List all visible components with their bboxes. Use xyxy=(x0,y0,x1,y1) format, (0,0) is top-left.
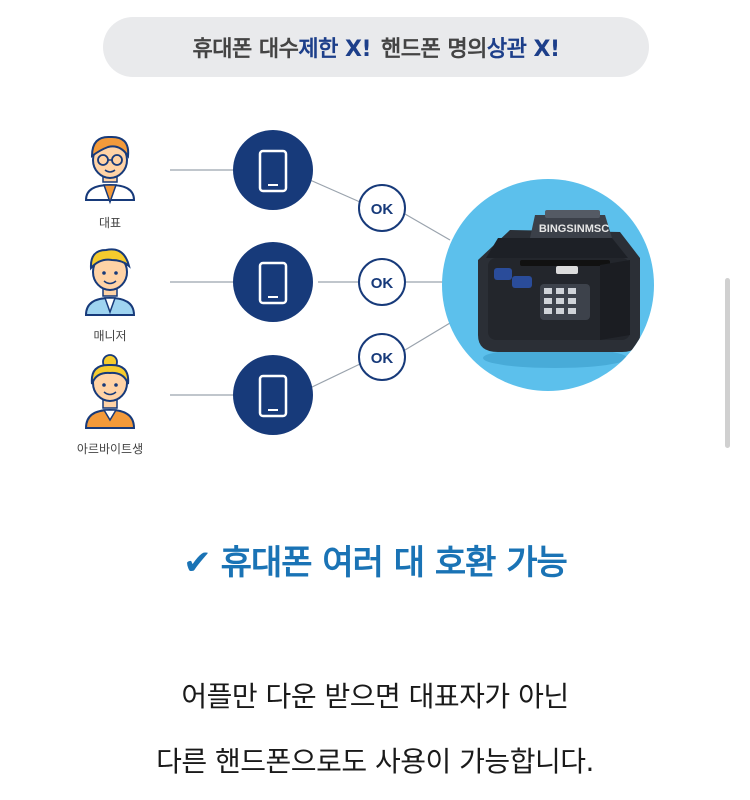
person-label-boss: 대표 xyxy=(98,216,122,230)
ok-node-3: OK xyxy=(358,333,406,381)
connector-lines xyxy=(170,169,451,396)
phone-node-1 xyxy=(233,130,313,210)
banner-highlight-2: 상관 X! xyxy=(486,37,560,62)
scrollbar-thumb[interactable] xyxy=(725,278,730,448)
ok-label-2: OK xyxy=(371,275,394,292)
smartphone-icon xyxy=(258,261,288,305)
ok-node-2: OK xyxy=(358,258,406,306)
ok-label-3: OK xyxy=(371,350,394,367)
compatibility-text: 휴대폰 여러 대 호환 가능 xyxy=(220,543,568,583)
smartphone-icon xyxy=(258,374,288,418)
printer-node: BINGSINMSC xyxy=(442,179,654,391)
headline-banner: 휴대폰 대수 제한 X! 핸드폰 명의 상관 X! xyxy=(103,17,649,77)
device-connection-diagram: OK OK OK BINGSINM xyxy=(0,90,750,490)
phone-node-2 xyxy=(233,242,313,322)
ok-label-1: OK xyxy=(371,201,394,218)
banner-text-2: 핸드폰 명의 xyxy=(381,37,487,62)
printer-brand-label: BINGSINMSC xyxy=(539,223,609,235)
compatibility-headline: ✔휴대폰 여러 대 호환 가능 xyxy=(0,535,750,584)
person-label-parttimer: 아르바이트생 xyxy=(76,442,144,456)
description-line-1: 어플만 다운 받으면 대표자가 아닌 xyxy=(181,680,569,713)
smartphone-icon xyxy=(258,149,288,193)
mobile-printer-image: BINGSINMSC xyxy=(478,210,640,368)
person-manager-icon xyxy=(84,248,136,316)
description-line-2: 다른 핸드폰으로도 사용이 가능합니다. xyxy=(156,745,594,778)
person-label-manager: 매니저 xyxy=(93,329,127,343)
diagram-svg: OK OK OK BINGSINM xyxy=(84,130,654,435)
person-boss-icon xyxy=(84,135,136,205)
banner-text-1: 휴대폰 대수 xyxy=(192,37,299,62)
ok-node-1: OK xyxy=(358,184,406,232)
banner-highlight-1: 제한 X! xyxy=(298,37,371,62)
checkmark-icon: ✔ xyxy=(183,543,211,583)
person-parttimer-icon xyxy=(84,354,136,429)
phone-node-3 xyxy=(233,355,313,435)
